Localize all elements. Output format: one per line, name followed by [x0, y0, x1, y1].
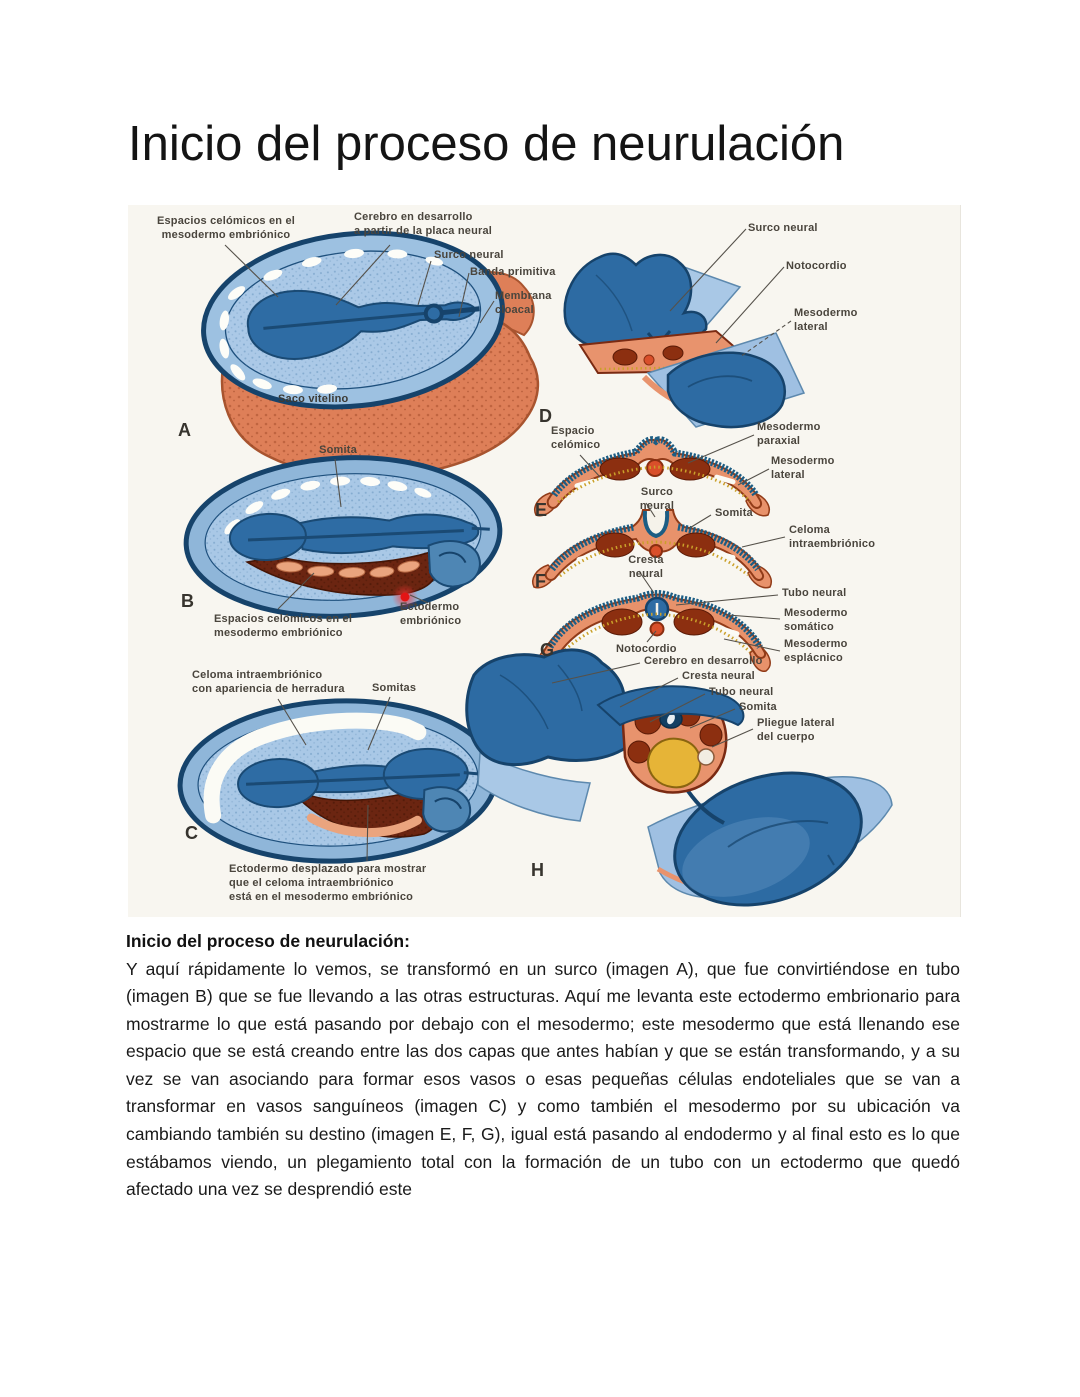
label-mesodermo-somatico: Mesodermo somático — [784, 607, 848, 633]
panel-letter-d: D — [539, 406, 553, 426]
page-title: Inicio del proceso de neurulación — [128, 117, 845, 171]
label-banda-primitiva: Banda primitiva — [470, 266, 556, 278]
label-mesodermo-paraxial: Mesodermo paraxial — [757, 421, 821, 447]
label-cerebro-desarrollo-h: Cerebro en desarrollo — [644, 655, 763, 667]
label-surco-neural-a: Surco neural — [434, 249, 504, 261]
label-cresta-neural-f: Cresta neural — [628, 554, 664, 580]
label-somita-f: Somita — [715, 507, 753, 519]
label-somitas-c: Somitas — [372, 682, 417, 694]
label-mesodermo-lateral-d: Mesodermo lateral — [794, 307, 858, 333]
label-somita-b: Somita — [319, 444, 357, 456]
label-saco-vitelino: Saco vitelino — [278, 393, 349, 405]
label-somita-h: Somita — [739, 701, 777, 713]
label-membrana-cloacal: Membrana cloacal — [495, 290, 552, 316]
label-celoma-intraembrionico: Celoma intraembriónico — [789, 524, 876, 550]
label-espacios-celomicos-b: Espacios celómicos en el mesodermo embri… — [214, 613, 353, 639]
body-text-block: Inicio del proceso de neurulación: Y aqu… — [126, 928, 960, 1204]
label-notocordio-d: Notocordio — [786, 260, 847, 272]
label-surco-neural-e: Surco neural — [639, 486, 675, 512]
body-paragraph: Y aquí rápidamente lo vemos, se transfor… — [126, 958, 960, 1200]
leader-lines — [224, 228, 792, 862]
panel-b-art — [183, 455, 503, 619]
label-tubo-neural-h: Tubo neural — [709, 686, 774, 698]
label-espacios-celomicos-a: Espacios celómicos en el mesodermo embri… — [156, 215, 296, 241]
panel-h-art — [465, 648, 893, 907]
label-ectodermo-embrionico: Ectodermo embriónico — [400, 601, 462, 627]
label-pliegue-lateral: Pliegue lateral del cuerpo — [757, 717, 835, 743]
label-mesodermo-esplacnico: Mesodermo esplácnico — [784, 638, 848, 664]
panel-letter-e: E — [535, 500, 549, 520]
label-notocordio-g: Notocordio — [616, 643, 677, 655]
label-tubo-neural-g: Tubo neural — [782, 587, 847, 599]
panel-c-art — [177, 698, 499, 864]
figure-artwork — [177, 228, 893, 907]
panel-letter-b: B — [181, 591, 195, 611]
label-ectodermo-desplazado: Ectodermo desplazado para mostrar que el… — [229, 863, 427, 903]
body-heading: Inicio del proceso de neurulación: — [126, 931, 410, 951]
panel-f-art — [532, 509, 772, 589]
label-mesodermo-lateral-e: Mesodermo lateral — [771, 455, 835, 481]
panel-d-art — [563, 252, 806, 429]
label-cresta-neural-h: Cresta neural — [682, 670, 755, 682]
label-cerebro-placa-neural: Cerebro en desarrollo a partir de la pla… — [354, 211, 493, 237]
label-surco-neural-d: Surco neural — [748, 222, 818, 234]
panel-letter-c: C — [185, 823, 199, 843]
panel-letter-g: G — [540, 640, 556, 660]
panel-letter-a: A — [178, 420, 192, 440]
neurulation-figure: A B C D E F G H Espacios celómicos en el… — [128, 205, 961, 917]
panel-letter-h: H — [531, 860, 545, 880]
panel-e-art — [534, 436, 770, 517]
panel-a-art — [201, 230, 540, 479]
label-celoma-herradura: Celoma intraembriónico con apariencia de… — [192, 669, 345, 695]
label-espacio-celomico-e: Espacio celómico — [551, 425, 601, 451]
panel-letter-f: F — [535, 571, 547, 591]
